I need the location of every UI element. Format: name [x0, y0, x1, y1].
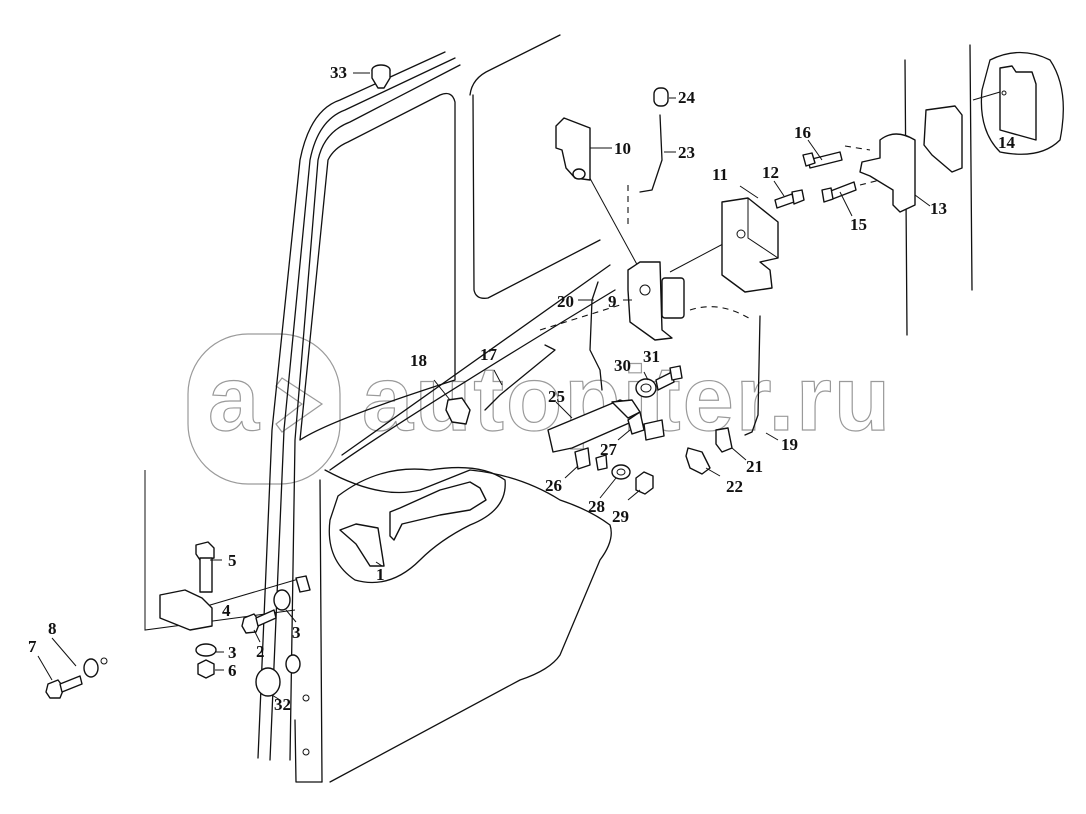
- part-21-lever: [715, 427, 733, 453]
- part-1-detail: [328, 466, 506, 584]
- part-27-spring: [627, 411, 645, 435]
- part-16-bolt: [802, 151, 843, 169]
- callout-26: 26: [545, 476, 562, 495]
- part-20-rod: [589, 281, 603, 391]
- part-2-bolt: [241, 609, 277, 634]
- callout-7: 7: [28, 637, 37, 656]
- part-10-bracket: [555, 117, 591, 181]
- callout-20: 20: [557, 292, 574, 311]
- part-12-bolt: [774, 189, 805, 209]
- part-3-washer-lower: [195, 643, 217, 657]
- callout-22: 22: [726, 477, 743, 496]
- part-31-bolt: [655, 365, 683, 391]
- part-23-rod: [639, 114, 663, 193]
- lock-plate: [643, 419, 665, 441]
- part-18-clip: [445, 397, 471, 425]
- part-6-nut: [197, 659, 215, 679]
- callout-31: 31: [643, 347, 660, 366]
- part-4-hinge-arm: [159, 589, 213, 631]
- part-32-plug: [255, 654, 301, 697]
- callout-21: 21: [746, 457, 763, 476]
- callout-6: 6: [228, 661, 237, 680]
- part-8-washer: [83, 657, 108, 678]
- callout-2: 2: [256, 642, 265, 661]
- callout-3-lower: 3: [228, 643, 237, 662]
- callout-25: 25: [548, 387, 565, 406]
- callout-8: 8: [48, 619, 57, 638]
- part-27-clip: [595, 454, 608, 471]
- callout-3-upper: 3: [292, 623, 301, 642]
- callout-14: 14: [998, 133, 1015, 152]
- part-26-clip: [574, 447, 591, 470]
- callout-19: 19: [781, 435, 798, 454]
- part-9-latch: [627, 261, 685, 341]
- part-15-bolt: [821, 181, 857, 203]
- watermark-logo-letter: a: [208, 348, 261, 450]
- part-19-rod: [744, 315, 761, 436]
- part-33-plug: [371, 64, 391, 89]
- leader-lines: [37, 72, 931, 701]
- part-29-nut: [635, 471, 654, 495]
- callout-17: 17: [480, 345, 497, 364]
- callout-5: 5: [228, 551, 237, 570]
- callout-9: 9: [608, 292, 617, 311]
- callout-28: 28: [588, 497, 605, 516]
- callout-30: 30: [614, 356, 631, 375]
- callout-18: 18: [410, 351, 427, 370]
- callout-10: 10: [614, 139, 631, 158]
- part-5-bolt: [195, 541, 215, 593]
- callout-27: 27: [600, 440, 617, 459]
- callout-15: 15: [850, 215, 867, 234]
- callout-4: 4: [222, 601, 231, 620]
- door-window: [299, 92, 456, 441]
- part-13-hinge: [859, 133, 916, 213]
- callout-24: 24: [678, 88, 695, 107]
- part-3-washer-upper: [273, 589, 291, 611]
- part-24-cap: [653, 87, 669, 107]
- callout-12: 12: [762, 163, 779, 182]
- watermark: a autopiter.ru: [187, 333, 891, 485]
- callout-16: 16: [794, 123, 811, 142]
- part-17-rod: [484, 344, 556, 411]
- part-22-lever: [685, 447, 711, 475]
- hinge-plate: [923, 105, 963, 173]
- callout-29: 29: [612, 507, 629, 526]
- part-14-detail: [980, 51, 1064, 155]
- callout-1: 1: [376, 565, 385, 584]
- cab-window: [469, 34, 601, 299]
- callout-33: 33: [330, 63, 347, 82]
- callout-13: 13: [930, 199, 947, 218]
- door-frame: [144, 34, 973, 783]
- callout-11: 11: [712, 165, 729, 184]
- callout-23: 23: [678, 143, 695, 162]
- hinge-pin-bracket: [295, 575, 311, 593]
- part-11-striker: [721, 197, 779, 293]
- callout-32: 32: [274, 695, 291, 714]
- part-30-washer: [635, 378, 657, 398]
- part-7-bolt: [45, 675, 83, 699]
- watermark-logo-badge: [187, 333, 341, 485]
- part-28-washer: [611, 464, 631, 480]
